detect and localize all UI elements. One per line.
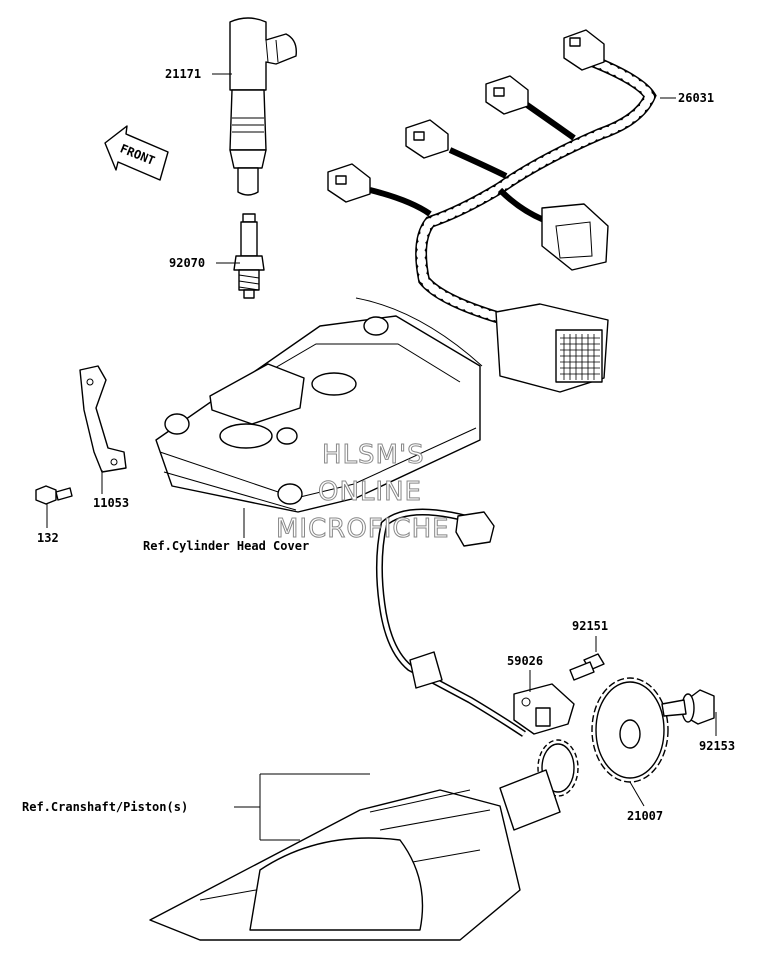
small-bolt[interactable] xyxy=(35,485,73,505)
ref-cylinder-head-cover: Ref.Cylinder Head Cover xyxy=(143,539,309,553)
watermark-line-3: MICROFICHE xyxy=(276,514,450,544)
watermark: HLSM'S ONLINE MICROFICHE xyxy=(276,440,450,545)
screw[interactable] xyxy=(569,653,605,681)
pickup-coil[interactable] xyxy=(375,508,575,737)
label-92070[interactable]: 92070 xyxy=(169,256,205,270)
cylinder-head-cover xyxy=(155,297,483,513)
crankshaft-gear xyxy=(149,739,579,941)
timing-rotor[interactable] xyxy=(591,677,669,783)
leader-lines xyxy=(46,73,717,841)
ref-crankshaft: Ref.Cranshaft/Piston(s) xyxy=(22,800,188,814)
front-arrow-icon: FRONT xyxy=(104,125,169,181)
watermark-line-1: HLSM'S xyxy=(322,440,425,470)
label-59026[interactable]: 59026 xyxy=(507,654,543,668)
label-132[interactable]: 132 xyxy=(37,531,59,545)
watermark-line-2: ONLINE xyxy=(318,477,422,507)
label-21007[interactable]: 21007 xyxy=(627,809,663,823)
label-21171[interactable]: 21171 xyxy=(165,67,201,81)
flange-bolt[interactable] xyxy=(661,689,715,725)
label-92153[interactable]: 92153 xyxy=(699,739,735,753)
spark-plug[interactable] xyxy=(233,213,265,299)
label-11053[interactable]: 11053 xyxy=(93,496,129,510)
part-labels: 21171 92070 26031 11053 132 92151 59026 … xyxy=(22,67,735,823)
label-92151[interactable]: 92151 xyxy=(572,619,608,633)
bracket[interactable] xyxy=(79,365,127,473)
label-26031[interactable]: 26031 xyxy=(678,91,714,105)
ignition-coil[interactable] xyxy=(229,17,297,196)
wiring-harness[interactable] xyxy=(327,29,657,393)
